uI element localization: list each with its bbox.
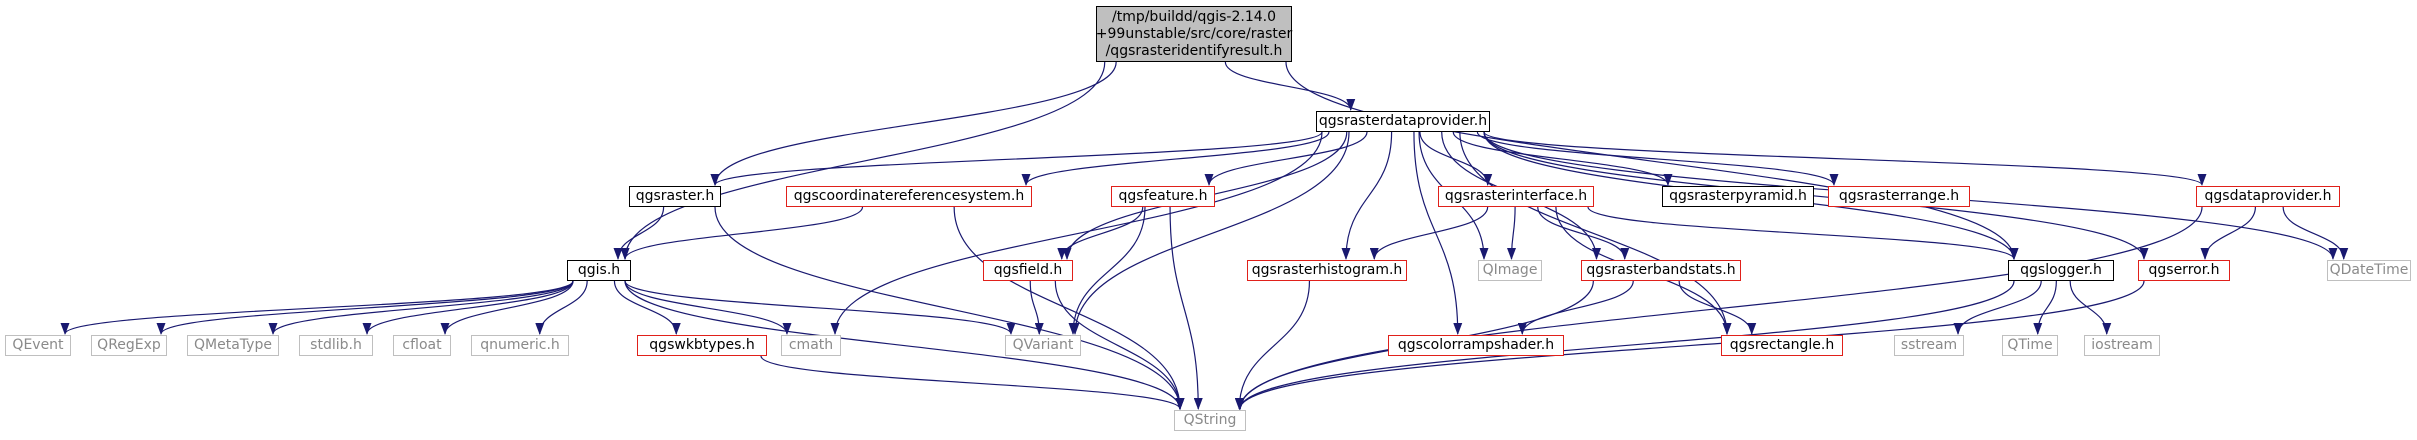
edge-qgsdataprovider-to-qgserror [2200,206,2256,260]
edge-qgsfield-to-qstring [1054,280,1185,410]
root-line-2: +99unstable/src/core/raster [1095,25,1293,42]
edge-qgis-to-stdlib [362,280,574,335]
edge-layer [60,61,2349,410]
edge-qgsfield-to-qvariant [1029,280,1044,335]
edge-qgsrasterdataprovider-to-qgsrectangle [1459,131,1732,335]
node-qgsraster[interactable]: qgsraster.h [629,186,721,207]
node-qgsrasterpyramid[interactable]: qgsrasterpyramid.h [1662,186,1814,207]
edge-qgsrasterinterface-to-qgslogger [1587,206,2019,260]
edge-qgsfeature-to-qgsfield [1057,206,1144,260]
edge-qgis-to-qvariant [624,280,1016,335]
node-qgsfeature[interactable]: qgsfeature.h [1111,186,1215,207]
edge-qgis-to-qnumeric [535,280,588,335]
edge-qgsrasterdataprovider-to-qgserror [1483,131,2149,260]
edge-qgsrasterdataprovider-to-qgscrs [1021,131,1330,186]
edge-qgserror-to-qstring [1235,280,2145,410]
node-qvariant: QVariant [1005,335,1081,356]
edge-qgsrasterdataprovider-to-cmath [830,131,1323,335]
node-qgserror[interactable]: qgserror.h [2138,260,2230,281]
node-qgis[interactable]: qgis.h [567,260,631,281]
node-qgslogger[interactable]: qgslogger.h [2008,260,2114,281]
node-qgswkbtypes[interactable]: qgswkbtypes.h [637,335,767,356]
edge-qgsrasterdataprovider-to-qgscolorrampshader [1413,131,1463,335]
edge-qgis-to-qevent [60,280,574,335]
edge-root-to-qgslogger [1285,61,2019,260]
edge-qgis-to-cfloat [440,280,574,335]
node-qgsrasterinterface[interactable]: qgsrasterinterface.h [1438,186,1594,207]
edge-qgsdataprovider-to-qdatetime [2282,206,2349,260]
node-qgsdataprovider[interactable]: qgsdataprovider.h [2196,186,2340,207]
root-line-1: /tmp/buildd/qgis-2.14.0 [1111,8,1276,25]
root-node: /tmp/buildd/qgis-2.14.0 +99unstable/src/… [1096,6,1292,62]
edge-qgis-to-qmetatype [268,280,574,335]
edge-qgis-to-qregexp [156,280,574,335]
edge-qgsrasterhistogram-to-qstring [1234,280,1311,410]
edge-qgis-to-cmath [624,280,792,335]
edge-qgscrs-to-qstring [953,206,1185,410]
node-qmetatype: QMetaType [187,335,279,356]
edge-qgsdataprovider-to-qstring [1235,206,2203,410]
node-qgsfield[interactable]: qgsfield.h [983,260,1073,281]
edge-root-to-qgsrasterdataprovider [1224,61,1356,111]
edge-qgsrasterinterface-to-qgsrasterbandstats [1537,206,1630,260]
node-qnumeric: qnumeric.h [471,335,569,356]
edge-qgsraster-to-qstring [714,206,1185,410]
node-cfloat: cfloat [393,335,451,356]
edge-qgsfeature-to-qstring [1169,206,1203,410]
edge-qgis-to-qgswkbtypes [613,280,681,335]
edge-qgsrasterbandstats-to-qgscolorrampshader [1517,280,1634,335]
edge-qgsrasterdataprovider-to-qgsfeature [1204,131,1368,186]
edge-qgswkbtypes-to-qstring [760,355,1185,410]
edge-qgsrasterinterface-to-qimage [1507,206,1517,260]
edge-qgslogger-to-qtime [2033,280,2057,335]
node-sstream: sstream [1894,335,1964,356]
edge-qgsrasterdataprovider-to-qgsraster [710,131,1323,186]
edge-qgslogger-to-iostream [2069,280,2112,335]
edge-root-to-qgis [620,61,1106,260]
node-iostream: iostream [2084,335,2160,356]
edge-qgslogger-to-sstream [1953,280,2042,335]
edge-qgsfeature-to-qvariant [1068,206,1146,335]
node-qgsrasterbandstats[interactable]: qgsrasterbandstats.h [1581,260,1741,281]
edge-qgsraster-to-qgis [613,206,665,260]
edge-qgsrasterinterface-to-qgsrasterhistogram [1369,206,1489,260]
edge-qgslogger-to-qstring [1235,280,2015,410]
edge-qgscrs-to-qgis [620,206,864,260]
root-line-3: /qgsrasteridentifyresult.h [1105,42,1283,59]
node-stdlib: stdlib.h [299,335,373,356]
edge-qgsrasterdataprovider-to-qvariant [1070,131,1350,335]
node-qgsrasterrange[interactable]: qgsrasterrange.h [1828,186,1970,207]
edge-qgsrasterdataprovider-to-qgsdataprovider [1483,131,2207,186]
node-qgsrasterhistogram[interactable]: qgsrasterhistogram.h [1247,260,1407,281]
edge-qgsrasterdataprovider-to-qgsrasterpyramid [1452,131,1673,186]
edge-qgsrasterdataprovider-to-qgsrasterinterface [1419,131,1493,186]
node-qstring: QString [1174,410,1246,431]
node-qgscoordinatereferencesystem[interactable]: qgscoordinatereferencesystem.h [786,186,1032,207]
node-qregexp: QRegExp [91,335,167,356]
edge-qgsrasterdataprovider-to-qgsrasterhistogram [1341,131,1393,260]
node-qtime: QTime [2002,335,2058,356]
node-qgsrasterdataprovider[interactable]: qgsrasterdataprovider.h [1316,111,1490,132]
node-qimage: QImage [1478,260,1542,281]
edge-qgsrasterdataprovider-to-qgsrasterrange [1476,131,1839,186]
node-qgscolorrampshader[interactable]: qgscolorrampshader.h [1388,335,1564,356]
edge-root-to-qgsraster [710,61,1117,186]
node-cmath: cmath [781,335,841,356]
node-qevent: QEvent [5,335,71,356]
edge-qgis-to-qstring [624,280,1185,410]
node-qdatetime: QDateTime [2327,260,2411,281]
node-qgsrectangle[interactable]: qgsrectangle.h [1721,335,1843,356]
edge-qgsrasterbandstats-to-qgsrectangle [1678,280,1757,335]
